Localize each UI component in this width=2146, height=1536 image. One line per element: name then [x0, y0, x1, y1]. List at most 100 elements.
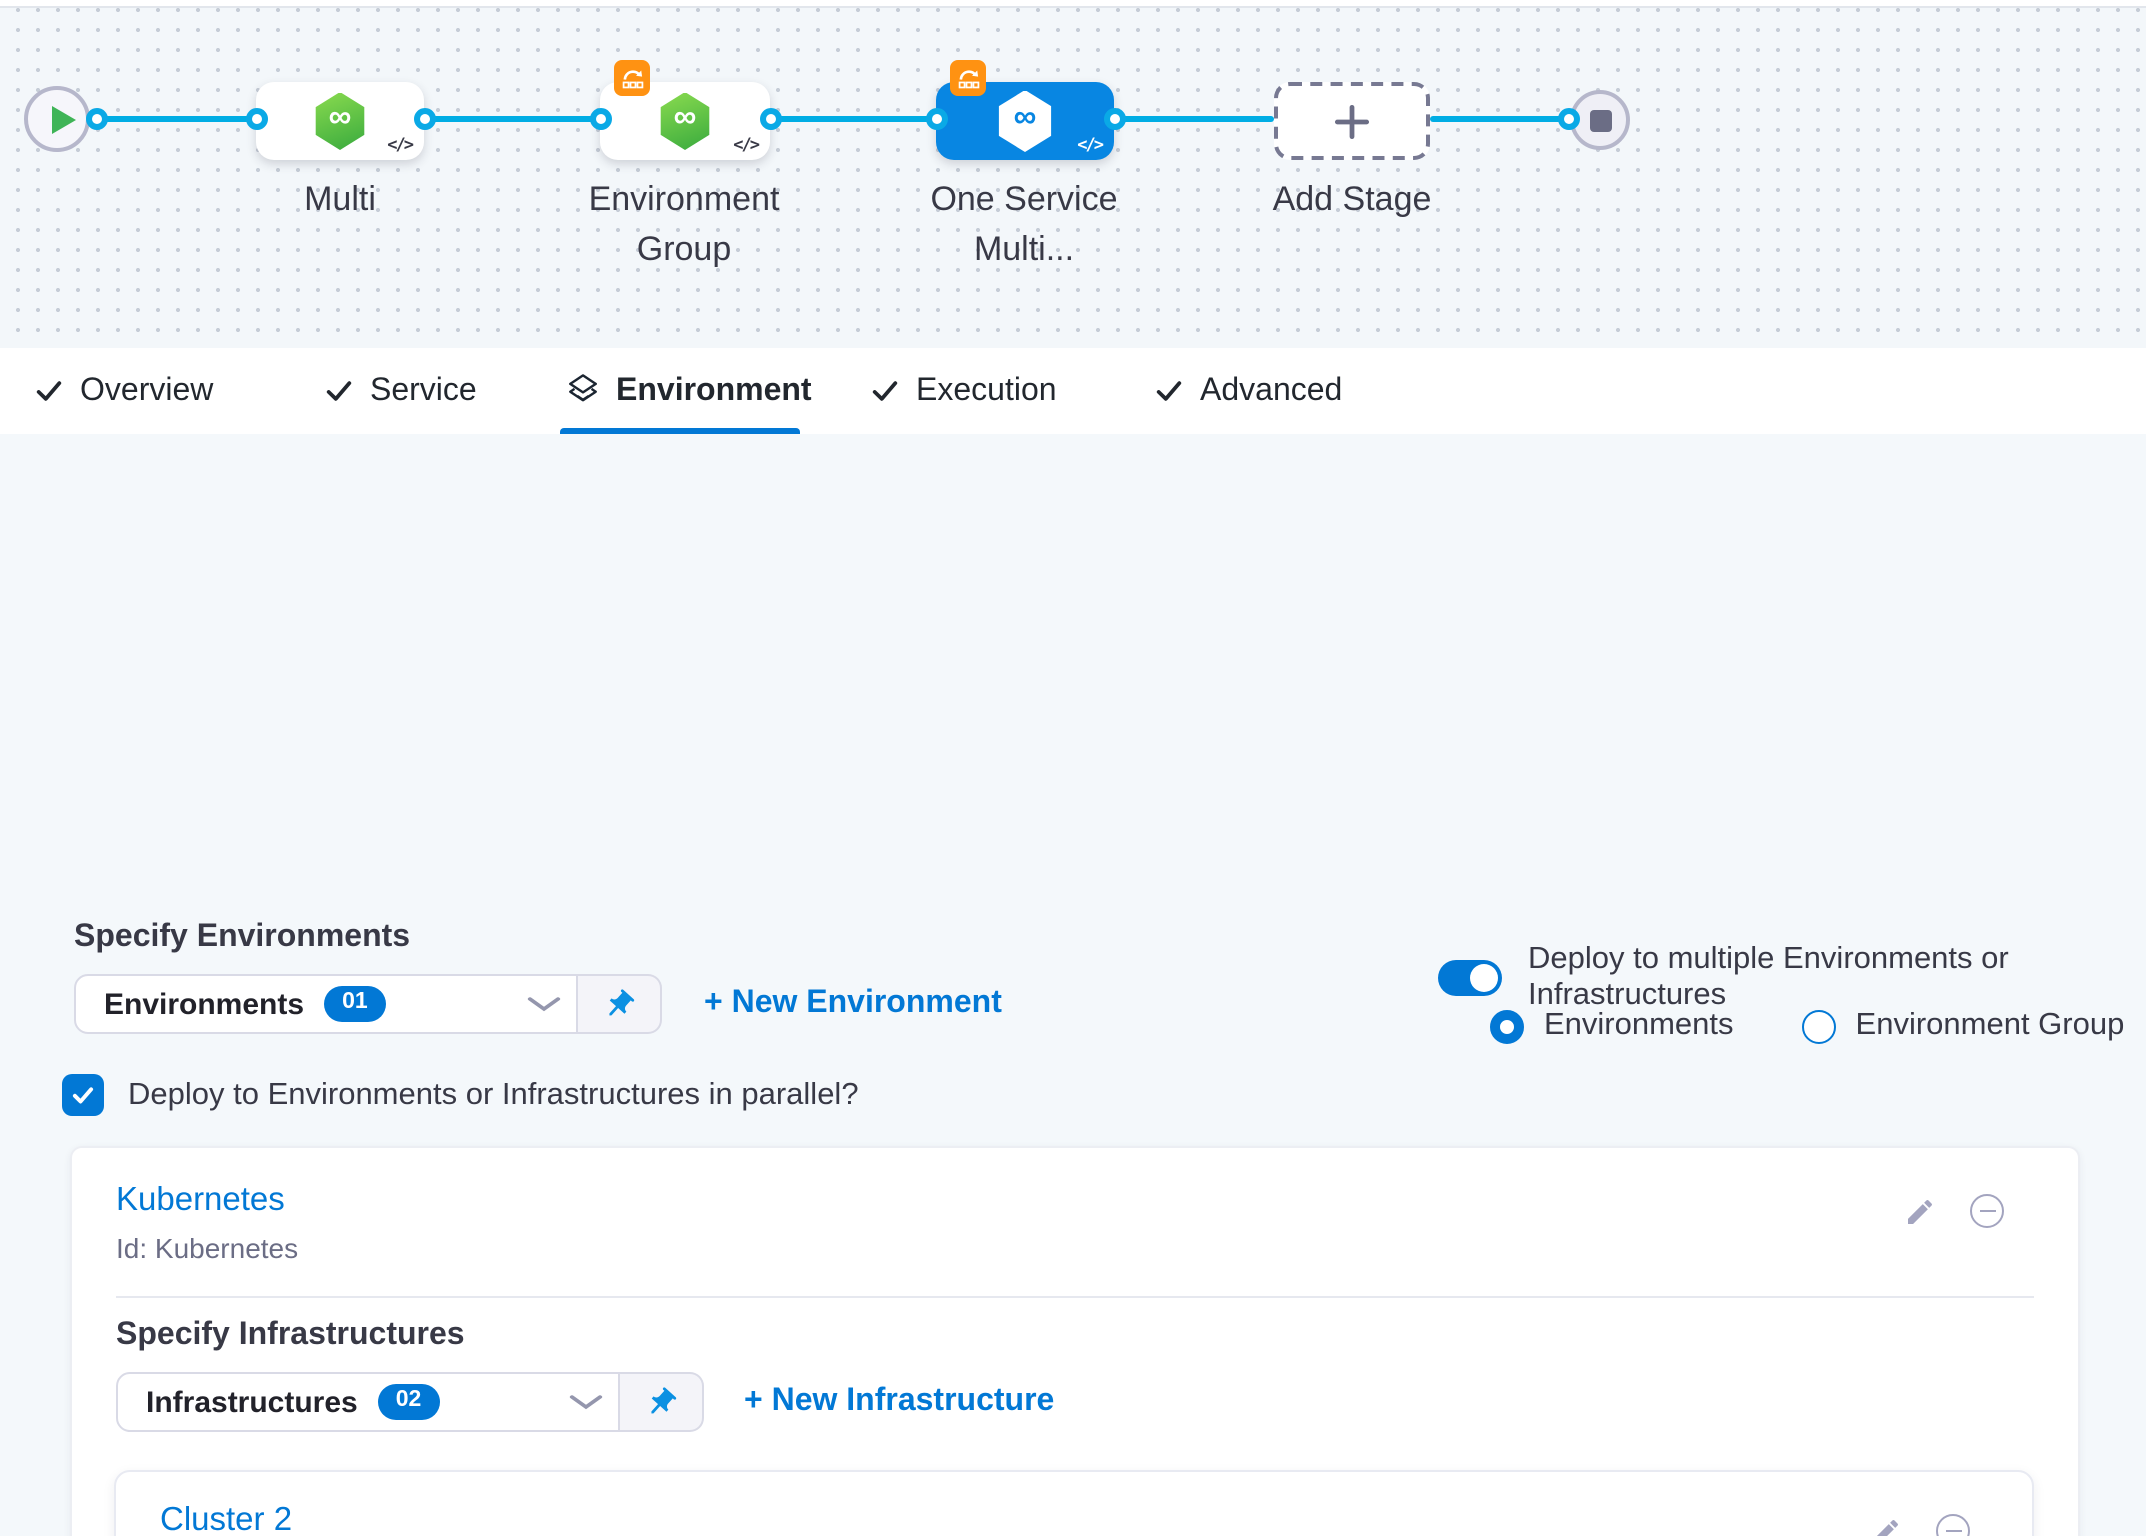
tab-environment[interactable]: Environment — [566, 348, 812, 434]
connector-port — [1557, 107, 1579, 129]
toggle-knob — [1470, 964, 1498, 992]
stage-label: Environment Group — [588, 180, 780, 268]
stop-icon — [1589, 109, 1611, 131]
new-environment-button[interactable]: + New Environment — [704, 986, 1002, 1020]
tab-label: Advanced — [1200, 373, 1343, 407]
infrastructures-select[interactable]: Infrastructures 02 — [116, 1372, 620, 1432]
active-tab-underline — [560, 428, 800, 434]
stage-node-multi[interactable]: ∞ </> — [256, 82, 424, 160]
stage-label: Multi — [304, 180, 376, 218]
radio-environments[interactable] — [1490, 1009, 1524, 1043]
service-hexagon-icon: ∞ — [660, 92, 710, 150]
deploy-multiple-label: Deploy to multiple Environments or Infra… — [1528, 942, 2009, 1012]
environment-type-radio-group: Environments Environment Group — [1490, 1008, 2124, 1044]
tab-label: Overview — [80, 373, 214, 407]
check-icon — [72, 1087, 94, 1104]
deploy-multiple-toggle-row: Deploy to multiple Environments or Infra… — [1438, 942, 2146, 1014]
check-icon — [36, 381, 62, 401]
specify-environments-label: Specify Environments — [74, 920, 411, 954]
environments-select[interactable]: Environments 01 — [74, 974, 578, 1034]
edit-pencil-icon — [1908, 1199, 1932, 1223]
connector-port — [589, 107, 611, 129]
infinity-glyph: ∞ — [673, 101, 697, 135]
check-icon — [1156, 381, 1182, 401]
connector-line — [1430, 115, 1570, 121]
check-icon — [326, 381, 352, 401]
stage-node-one-service-multi[interactable]: ∞ </> — [936, 60, 1114, 160]
tab-label: Environment — [616, 373, 812, 407]
connector-line — [1114, 115, 1274, 121]
environment-name-link[interactable]: Kubernetes — [116, 1182, 285, 1218]
plus-icon — [1334, 103, 1370, 139]
edit-pencil-icon — [1875, 1519, 1898, 1536]
environment-id: Id: Kubernetes — [116, 1232, 299, 1264]
tab-service[interactable]: Service — [324, 348, 477, 434]
top-divider — [0, 0, 2146, 8]
pipeline-end-node — [1570, 90, 1630, 150]
tab-label: Service — [370, 373, 477, 407]
minus-icon — [1945, 1529, 1961, 1533]
stage-tabbar: Overview Service Environment Execution — [0, 348, 2146, 436]
pin-infrastructures-button[interactable] — [620, 1372, 704, 1432]
card-divider — [116, 1296, 2034, 1298]
radio-environments-label: Environments — [1544, 1008, 1734, 1042]
environment-card-kubernetes: Kubernetes Id: Kubernetes Specify Infras… — [70, 1146, 2080, 1536]
rolling-deploy-badge-icon — [950, 60, 986, 96]
rolling-deploy-badge-icon — [614, 60, 650, 96]
chevron-down-icon — [527, 997, 561, 1012]
pipeline-canvas[interactable]: ∞ </> ∞ </> — [0, 8, 2146, 348]
infrastructures-dropdown: Infrastructures 02 — [116, 1372, 704, 1432]
parallel-checkbox-row: Deploy to Environments or Infrastructure… — [62, 1074, 859, 1116]
code-icon: </> — [733, 136, 760, 156]
chevron-down-icon — [569, 1395, 603, 1410]
connector-line — [96, 115, 256, 121]
connector-port — [1103, 107, 1125, 129]
minus-icon — [1979, 1209, 1995, 1213]
connector-line — [424, 115, 600, 121]
connector-port — [413, 107, 435, 129]
deploy-multiple-toggle[interactable] — [1438, 960, 1502, 996]
infrastructure-name-link[interactable]: Cluster 2 — [160, 1502, 293, 1536]
pin-icon — [651, 1386, 677, 1413]
connector-line — [770, 115, 936, 121]
environment-tab-icon — [569, 374, 597, 402]
parallel-checkbox[interactable] — [62, 1074, 104, 1116]
remove-environment-button[interactable] — [1970, 1194, 2004, 1228]
radio-environment-group-label: Environment Group — [1855, 1008, 2125, 1042]
radio-environment-group[interactable] — [1801, 1009, 1836, 1043]
tab-label: Execution — [916, 373, 1057, 407]
environments-dropdown: Environments 01 — [74, 974, 662, 1034]
new-infrastructure-button[interactable]: + New Infrastructure — [744, 1384, 1055, 1418]
infrastructure-actions — [1870, 1514, 1970, 1536]
tab-execution[interactable]: Execution — [870, 348, 1057, 434]
connector-port — [925, 107, 947, 129]
stage-label: One Service Multi... — [930, 180, 1118, 268]
parallel-checkbox-label: Deploy to Environments or Infrastructure… — [128, 1077, 859, 1111]
add-stage-button[interactable] — [1274, 82, 1430, 160]
pin-icon — [609, 988, 635, 1015]
infrastructure-card-cluster-2: Cluster 2 Id: Cluster_2 — [114, 1470, 2034, 1536]
count-badge: 02 — [377, 1384, 440, 1420]
environment-tab-panel: Specify Environments Environments 01 + N… — [0, 434, 2146, 1536]
infinity-glyph: ∞ — [328, 101, 352, 135]
edit-infrastructure-button[interactable] — [1870, 1515, 1902, 1536]
add-stage-label: Add Stage — [1272, 180, 1432, 218]
dropdown-value: Environments — [104, 987, 305, 1021]
connector-port — [85, 107, 107, 129]
tab-advanced[interactable]: Advanced — [1154, 348, 1342, 434]
dropdown-value: Infrastructures — [146, 1385, 358, 1419]
service-hexagon-icon: ∞ — [315, 92, 365, 150]
stage-node-environment-group[interactable]: ∞ </> — [600, 60, 770, 160]
infinity-glyph: ∞ — [1013, 101, 1037, 135]
service-hexagon-icon: ∞ — [998, 90, 1052, 152]
count-badge: 01 — [324, 986, 386, 1022]
code-icon: </> — [1077, 136, 1104, 156]
pin-environments-button[interactable] — [578, 974, 662, 1034]
specify-infrastructures-label: Specify Infrastructures — [116, 1318, 465, 1352]
edit-environment-button[interactable] — [1904, 1195, 1936, 1227]
code-icon: </> — [387, 136, 414, 156]
tab-overview[interactable]: Overview — [34, 348, 213, 434]
remove-infrastructure-button[interactable] — [1936, 1514, 1970, 1536]
environment-actions — [1904, 1194, 2004, 1228]
